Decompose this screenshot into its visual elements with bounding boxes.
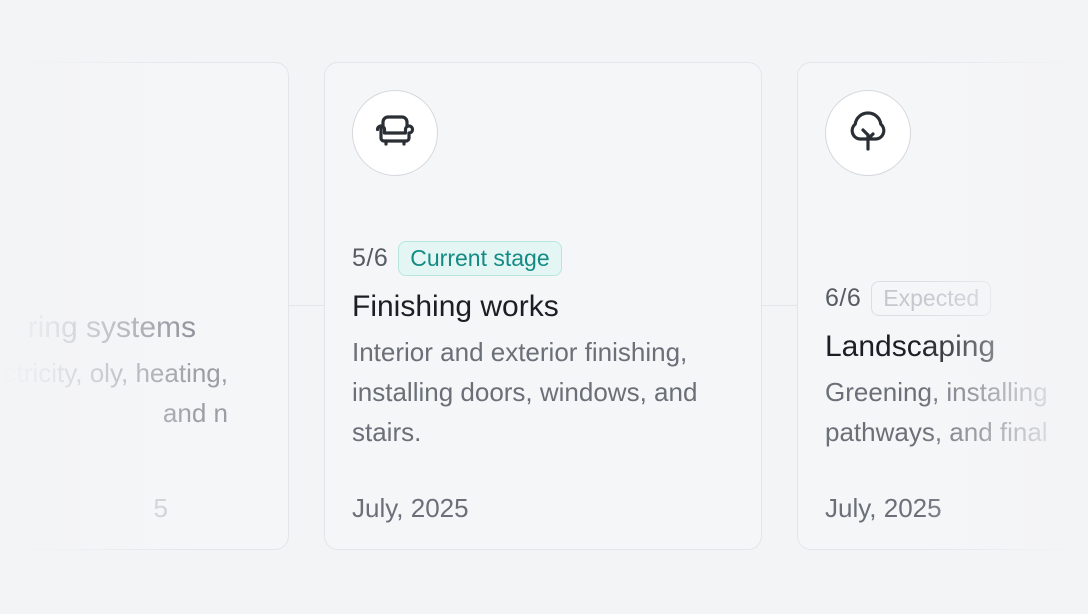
- stage-description: n of electricity, oly, heating, and n: [0, 358, 228, 428]
- stage-title: ring systems: [27, 311, 196, 344]
- stage-title: Finishing works: [352, 290, 559, 323]
- stage-title: Landscaping: [825, 330, 996, 363]
- stage-date: July, 2025: [352, 493, 469, 523]
- stage-card-6[interactable]: 6/6 Expected Landscaping Greening, insta…: [797, 62, 1088, 550]
- stage-description: Greening, installing pathways, and final: [825, 377, 1048, 447]
- stage-icon-container: [352, 90, 438, 176]
- stage-description: Interior and exterior finishing, install…: [352, 337, 698, 447]
- stage-icon-container: [825, 90, 911, 176]
- tree-icon: [844, 107, 892, 160]
- stage-date: July, 2025: [825, 493, 942, 523]
- armchair-icon: [371, 107, 419, 160]
- current-stage-badge: Current stage: [398, 241, 562, 276]
- stage-card-4[interactable]: ring systems n of electricity, oly, heat…: [0, 62, 289, 550]
- stage-number: 6/6: [825, 284, 862, 312]
- stage-number: 5/6: [352, 244, 389, 272]
- stage-connector: [761, 305, 798, 306]
- stage-card-5[interactable]: 5/6 Current stage Finishing works Interi…: [324, 62, 762, 550]
- stage-connector: [288, 305, 325, 306]
- stage-date: 5: [153, 493, 168, 523]
- expected-badge: Expected: [871, 281, 992, 316]
